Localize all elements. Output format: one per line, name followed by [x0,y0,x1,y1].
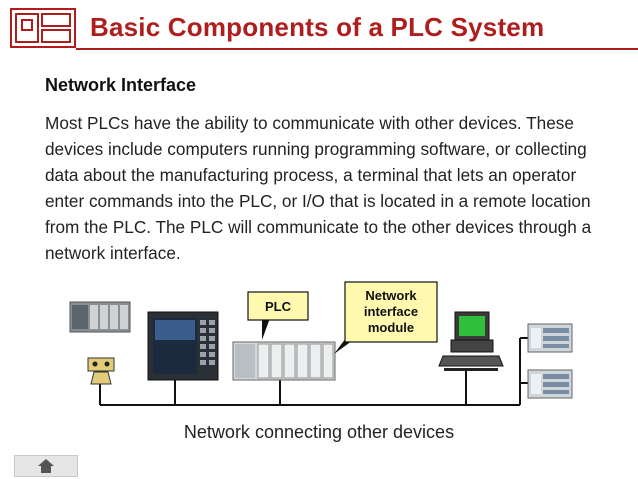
field-sensor-icon [87,357,115,385]
remote-io-panel-icon-top [527,323,573,353]
diagram-caption: Network connecting other devices [183,422,455,442]
computer-icon [438,311,504,371]
plc-callout-label: PLC [265,299,292,314]
section-heading: Network Interface [45,75,197,95]
plc-rack-icon [232,341,336,381]
remote-io-panel-icon-bottom [527,369,573,399]
logo-icon [10,8,76,48]
title-divider [76,48,638,50]
module-callout-line-1: Network [365,288,417,303]
section-paragraph: Most PLCs have the ability to communicat… [45,113,592,263]
module-callout-line-2: interface [364,304,418,319]
network-diagram: PLC Network interface module [69,281,573,406]
home-button[interactable] [14,455,78,477]
network-bus [99,337,528,406]
module-callout-line-3: module [368,320,414,335]
plc-callout: PLC [247,291,309,340]
page-title: Basic Components of a PLC System [90,12,545,42]
home-icon [38,459,54,473]
network-module-callout: Network interface module [334,281,438,354]
remote-io-rack-icon [69,301,131,333]
operator-terminal-icon [147,311,219,381]
